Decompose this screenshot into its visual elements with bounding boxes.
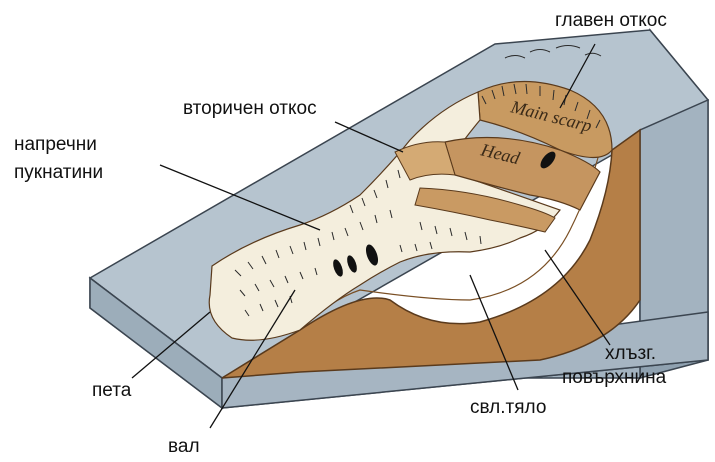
label-landslide-body: свл.тяло: [470, 397, 546, 418]
label-minor-scarp: вторичен откос: [183, 98, 317, 119]
label-toe: пета: [92, 380, 132, 401]
label-slip-surface-1: хлъзг.: [605, 343, 656, 364]
label-slip-surface-2: повърхнина: [562, 367, 667, 388]
label-transverse-cracks-2: пукнатини: [14, 162, 103, 183]
label-transverse-cracks-1: напречни: [14, 134, 97, 155]
label-main-scarp: главен откос: [555, 10, 667, 31]
label-ridge: вал: [168, 436, 200, 457]
